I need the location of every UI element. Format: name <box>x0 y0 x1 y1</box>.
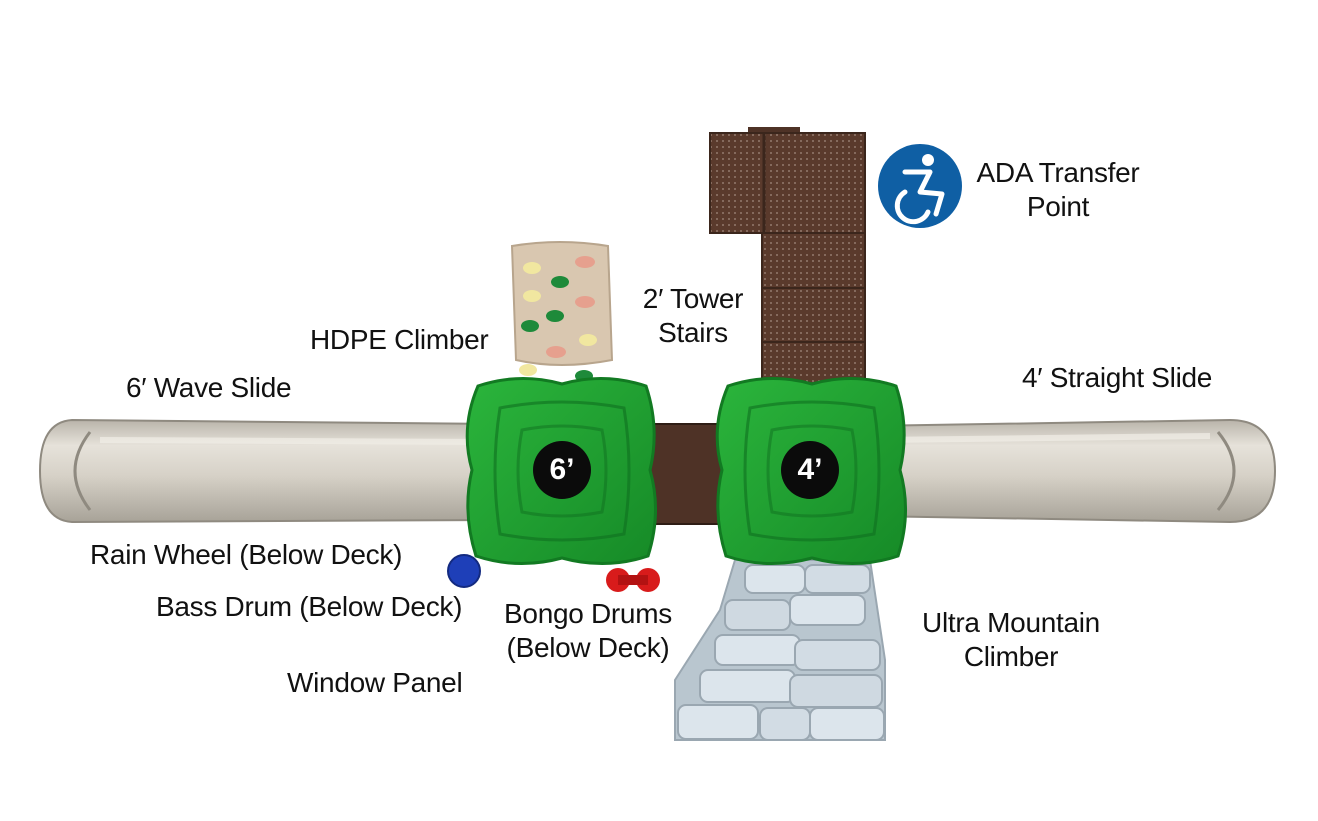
bongo-drums-label: Bongo Drums(Below Deck) <box>504 598 672 663</box>
bass-drum-ball <box>447 554 481 588</box>
deck-6ft-badge: 6’ <box>533 441 591 499</box>
hdpe-climber-label: HDPE Climber <box>310 324 489 355</box>
hdpe-climber <box>510 241 614 382</box>
deck-4ft-badge: 4’ <box>781 441 839 499</box>
tower-stairs <box>709 127 866 396</box>
bongo-drums <box>606 568 660 592</box>
straight-slide <box>869 418 1277 524</box>
accessible-wheelchair-icon <box>878 144 962 228</box>
rain-wheel-label: Rain Wheel (Below Deck) <box>90 539 403 570</box>
straight-slide-label: 4′ Straight Slide <box>1022 362 1213 393</box>
bass-drum-label: Bass Drum (Below Deck) <box>156 591 463 622</box>
wave-slide-label: 6′ Wave Slide <box>126 372 292 403</box>
window-panel-label: Window Panel <box>287 667 463 698</box>
ultra-mountain-climber <box>674 559 886 741</box>
wave-slide <box>38 418 501 524</box>
